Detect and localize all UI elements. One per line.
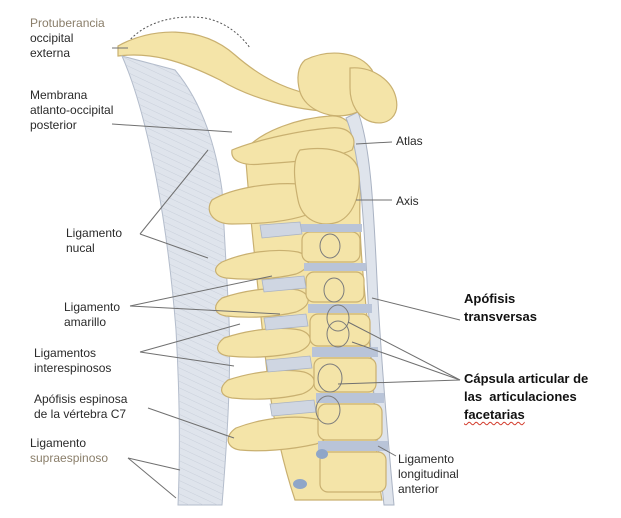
label-line: atlanto-occipital xyxy=(30,103,114,117)
label-ligamento-longitudinal-anterior: Ligamento longitudinal anterior xyxy=(398,452,459,497)
label-atlas: Atlas xyxy=(396,134,423,149)
leader-lines xyxy=(111,47,461,499)
label-line: interespinosos xyxy=(34,361,112,375)
label-protuberancia-occipital-externa: Protuberancia occipital externa xyxy=(30,16,105,61)
label-line: posterior xyxy=(30,118,77,132)
label-apofisis-transversas: Apófisis transversas xyxy=(464,290,537,326)
label-line: Ligamento xyxy=(30,436,87,450)
label-line: transversas xyxy=(464,309,537,324)
label-ligamento-supraespinoso: Ligamento supraespinoso xyxy=(30,436,108,466)
skull-outline xyxy=(127,16,251,49)
label-line: longitudinal xyxy=(398,467,459,481)
label-line: Apófisis xyxy=(464,291,516,306)
label-ligamentos-interespinosos: Ligamentos interespinosos xyxy=(34,346,111,376)
spinous-processes xyxy=(215,249,331,452)
label-line: las articulaciones xyxy=(464,389,577,404)
label-line: Membrana xyxy=(30,88,88,102)
label-line: externa xyxy=(30,46,71,60)
label-line: nucal xyxy=(66,241,95,255)
label-line: Ligamento xyxy=(64,300,121,314)
label-ligamento-amarillo: Ligamento amarillo xyxy=(64,300,120,330)
label-line: Axis xyxy=(396,194,419,208)
label-line: Ligamento xyxy=(398,452,455,466)
vertebral-foramina xyxy=(293,449,328,489)
label-ligamento-nucal: Ligamento nucal xyxy=(66,226,122,256)
label-line: supraespinoso xyxy=(30,451,109,465)
axis-body xyxy=(293,147,360,225)
label-line: anterior xyxy=(398,482,439,496)
intervertebral-discs xyxy=(300,224,388,451)
label-line: Ligamentos xyxy=(34,346,97,360)
ligamentum-flavum xyxy=(259,221,317,417)
label-line: Apófisis espinosa xyxy=(34,392,128,406)
label-line: occipital xyxy=(30,31,74,45)
nuchal-ligament-fibres xyxy=(122,56,230,505)
facet-capsules xyxy=(315,233,350,425)
atlas-anterior-tubercle xyxy=(349,67,398,124)
label-line: Protuberancia xyxy=(30,16,105,30)
label-membrana-atlanto-occipital: Membrana atlanto-occipital posterior xyxy=(30,88,113,133)
label-line: Cápsula articular de xyxy=(464,371,589,386)
label-axis: Axis xyxy=(396,194,419,209)
label-capsula-articular: Cápsula articular de las articulaciones … xyxy=(464,370,588,424)
label-line: Ligamento xyxy=(66,226,123,240)
c7-spinous-process xyxy=(227,416,331,452)
label-line: facetarias xyxy=(464,407,525,422)
label-line: de la vértebra C7 xyxy=(34,407,127,421)
label-line: Atlas xyxy=(396,134,423,148)
label-line: amarillo xyxy=(64,315,107,329)
label-apofisis-espinosa-c7: Apófisis espinosa de la vértebra C7 xyxy=(34,392,127,422)
